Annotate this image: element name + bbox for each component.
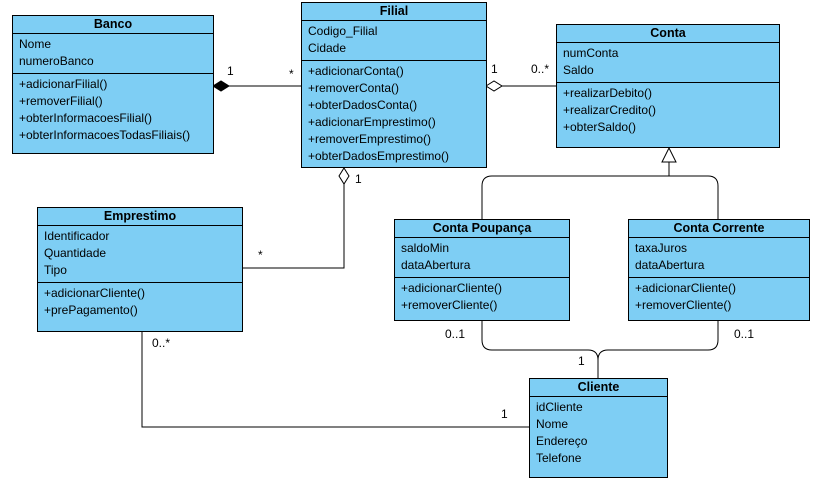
class-banco[interactable]: Banco Nome numeroBanco +adicionarFilial(… — [12, 15, 214, 154]
attributes-section: Codigo_Filial Cidade — [302, 21, 486, 61]
emprestimo-cliente-association — [141, 332, 529, 428]
methods-section: +adicionarCliente() +removerCliente() — [629, 278, 809, 317]
attribute: idCliente — [536, 400, 583, 414]
attribute: Cidade — [308, 41, 347, 55]
attributes-section: numConta Saldo — [557, 43, 779, 83]
methods-section: +adicionarCliente() +prePagamento() — [38, 283, 242, 322]
class-name: Filial — [302, 3, 486, 21]
multiplicity-contas-cliente: 1 — [578, 354, 585, 368]
attribute: saldoMin — [401, 241, 450, 255]
generalization-triangle — [661, 146, 677, 163]
method: +adicionarCliente() — [635, 281, 737, 295]
method: +removerConta() — [308, 81, 400, 95]
attribute: Identificador — [44, 229, 110, 243]
poupanca-cliente-association — [481, 321, 599, 378]
attribute: dataAbertura — [401, 258, 471, 272]
multiplicity-poupanca-cliente: 0..1 — [445, 327, 466, 341]
class-name: Cliente — [530, 379, 667, 397]
method: +removerFilial() — [19, 94, 103, 108]
filial-emprestimo-association — [243, 184, 345, 269]
attributes-section: Identificador Quantidade Tipo — [38, 226, 242, 283]
attribute: Endereço — [536, 434, 588, 448]
method: +adicionarConta() — [308, 64, 404, 78]
class-cliente[interactable]: Cliente idCliente Nome Endereço Telefone — [529, 378, 668, 478]
class-filial[interactable]: Filial Codigo_Filial Cidade +adicionarCo… — [301, 2, 487, 168]
attribute: Telefone — [536, 451, 582, 465]
attribute: taxaJuros — [635, 241, 688, 255]
multiplicity-banco-end: 1 — [227, 64, 234, 78]
methods-section: +realizarDebito() +realizarCredito() +ob… — [557, 83, 779, 139]
multiplicity-filial-end: * — [289, 67, 294, 81]
multiplicity-corrente-cliente: 0..1 — [734, 327, 755, 341]
attributes-section: idCliente Nome Endereço Telefone — [530, 397, 667, 470]
methods-section: +adicionarConta() +removerConta() +obter… — [302, 61, 486, 168]
attribute: Nome — [536, 417, 569, 431]
method: +adicionarCliente() — [44, 286, 146, 300]
aggregation-diamond-emprestimo — [338, 167, 350, 185]
multiplicity-emprestimo-cliente-cliente: 1 — [501, 407, 508, 421]
method: +obterDadosConta() — [308, 98, 418, 112]
method: +adicionarEmprestimo() — [308, 115, 436, 129]
attribute: dataAbertura — [635, 258, 705, 272]
attribute: Codigo_Filial — [308, 24, 378, 38]
multiplicity-filial-conta-filial: 1 — [491, 62, 498, 76]
methods-section: +adicionarCliente() +removerCliente() — [395, 278, 569, 317]
method: +obterDadosEmprestimo() — [308, 149, 450, 163]
method: +obterInformacoesFilial() — [19, 111, 153, 125]
method: +removerCliente() — [635, 298, 732, 312]
attribute: numConta — [563, 46, 619, 60]
method: +realizarCredito() — [563, 103, 657, 117]
method: +adicionarCliente() — [401, 281, 503, 295]
multiplicity-emprestimo-cliente-emprestimo: 0..* — [152, 336, 171, 350]
method: +prePagamento() — [44, 303, 138, 317]
attribute: Quantidade — [44, 246, 107, 260]
attributes-section: taxaJuros dataAbertura — [629, 238, 809, 278]
class-name: Conta — [557, 25, 779, 43]
class-conta-poupanca[interactable]: Conta Poupança saldoMin dataAbertura +ad… — [394, 219, 570, 321]
attributes-section: Nome numeroBanco — [13, 34, 213, 74]
class-emprestimo[interactable]: Emprestimo Identificador Quantidade Tipo… — [37, 207, 243, 332]
method: +realizarDebito() — [563, 86, 653, 100]
method: +removerEmprestimo() — [308, 132, 432, 146]
attribute: Nome — [19, 37, 52, 51]
multiplicity-filial-conta-conta: 0..* — [531, 62, 550, 76]
attribute: Saldo — [563, 63, 594, 77]
attribute: Tipo — [44, 263, 67, 277]
class-name: Banco — [13, 16, 213, 34]
method: +obterInformacoesTodasFiliais() — [19, 128, 191, 142]
generalization-poupanca — [481, 162, 670, 220]
aggregation-diamond-conta — [485, 80, 503, 92]
class-name: Emprestimo — [38, 208, 242, 226]
methods-section: +adicionarFilial() +removerFilial() +obt… — [13, 74, 213, 147]
class-conta-corrente[interactable]: Conta Corrente taxaJuros dataAbertura +a… — [628, 219, 810, 321]
multiplicity-filial-emprestimo-emprestimo: * — [258, 248, 263, 262]
method: +adicionarFilial() — [19, 77, 108, 91]
corrente-cliente-association — [597, 321, 719, 361]
class-name: Conta Corrente — [629, 220, 809, 238]
method: +removerCliente() — [401, 298, 498, 312]
method: +obterSaldo() — [563, 120, 637, 134]
class-conta[interactable]: Conta numConta Saldo +realizarDebito() +… — [556, 24, 780, 148]
class-name: Conta Poupança — [395, 220, 569, 238]
attribute: numeroBanco — [19, 54, 94, 68]
attributes-section: saldoMin dataAbertura — [395, 238, 569, 278]
composition-diamond — [212, 80, 230, 92]
multiplicity-filial-emprestimo-filial: 1 — [355, 172, 362, 186]
generalization-corrente — [669, 175, 719, 220]
